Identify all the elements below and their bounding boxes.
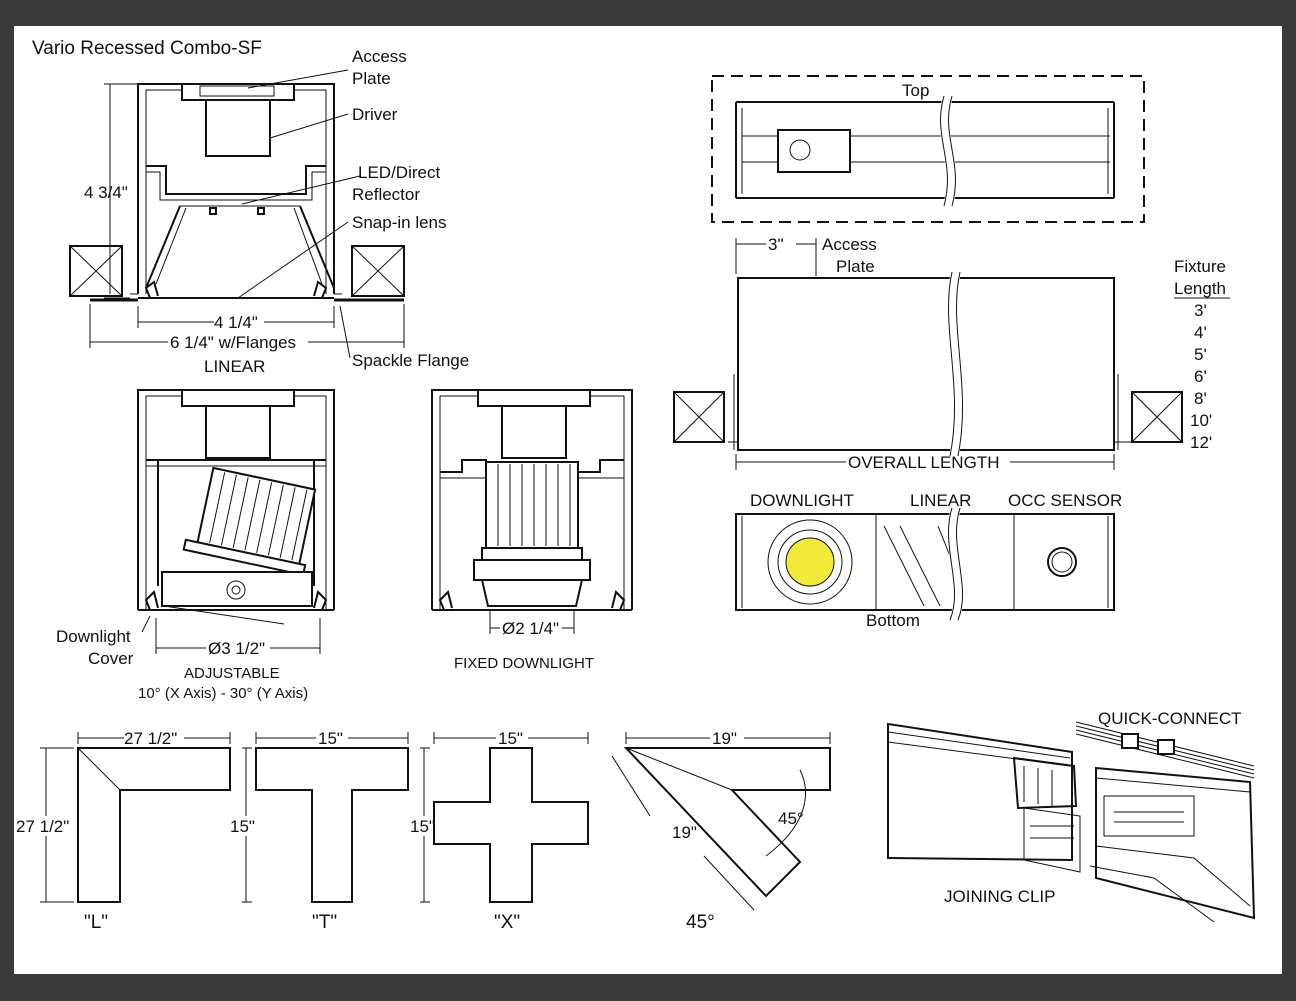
linear-height-dim: 4 3/4" — [84, 183, 128, 202]
callout-driver: Driver — [352, 105, 398, 124]
callout-spackle-flange: Spackle Flange — [352, 351, 469, 370]
quick-connect-label: QUICK-CONNECT — [1098, 709, 1242, 728]
fixed-label: FIXED DOWNLIGHT — [454, 655, 594, 672]
top-view-label: Top — [902, 81, 929, 100]
side-access-2: Plate — [836, 257, 875, 276]
fixture-length-title-1: Fixture — [1174, 257, 1226, 276]
config-x: 15" 15" "X" — [410, 729, 589, 933]
bottom-linear-label: LINEAR — [910, 491, 971, 510]
config-45-label: 45° — [686, 912, 715, 933]
fixture-length-table: Fixture Length 3' 4' 5' 6' 8' 10' 12' — [1174, 257, 1230, 452]
joining-clip-label: JOINING CLIP — [944, 887, 1055, 906]
spec-drawing: Vario Recessed Combo-SF — [16, 38, 1256, 933]
fixture-length-value: 8' — [1194, 389, 1207, 408]
adjustable-dia-dim: Ø3 1/2" — [208, 639, 265, 658]
side-access-1: Access — [822, 235, 877, 254]
fixed-dia-dim: Ø2 1/4" — [502, 619, 559, 638]
fixture-length-value: 4' — [1194, 323, 1207, 342]
drawing-sheet: Vario Recessed Combo-SF — [14, 26, 1282, 974]
adjustable-axis-note: 10° (X Axis) - 30° (Y Axis) — [138, 685, 308, 702]
adjustable-cover-2: Cover — [88, 649, 134, 668]
config-l-height: 27 1/2" — [16, 817, 69, 836]
config-l-label: "L" — [84, 912, 108, 933]
downlight-lens — [785, 537, 835, 587]
config-t: 15" 15" "T" — [230, 729, 409, 933]
config-t-label: "T" — [312, 912, 337, 933]
adjustable-cross-section: Ø3 1/2" Downlight Cover ADJUSTABLE 10° (… — [56, 389, 335, 702]
side-offset-dim: 3" — [768, 235, 784, 254]
side-overall-length: OVERALL LENGTH — [848, 453, 999, 472]
joining-clip-illustration: QUICK-CONNECT JOINING CLIP — [887, 709, 1256, 923]
fixture-length-value: 10' — [1190, 411, 1212, 430]
adjustable-cover-1: Downlight — [56, 627, 131, 646]
config-x-height: 15" — [410, 817, 435, 836]
callout-access-2: Plate — [352, 69, 391, 88]
fixed-cross-section: Ø2 1/4" FIXED DOWNLIGHT — [431, 389, 633, 672]
fixture-length-title-2: Length — [1174, 279, 1226, 298]
config-x-width: 15" — [498, 729, 523, 748]
config-t-width: 15" — [318, 729, 343, 748]
config-45: 19" 19" 45° 45° — [611, 729, 831, 933]
bottom-view: DOWNLIGHT LINEAR OCC SENSOR Bottom — [735, 491, 1122, 630]
config-l: 27 1/2" 27 1/2" "L" — [16, 729, 231, 933]
top-view: Top — [711, 75, 1145, 223]
config-45-width: 19" — [712, 729, 737, 748]
callout-snap-lens: Snap-in lens — [352, 213, 447, 232]
bottom-occ-label: OCC SENSOR — [1008, 491, 1122, 510]
config-45-diag: 19" — [672, 823, 697, 842]
fixture-length-value: 12' — [1190, 433, 1212, 452]
callout-access-1: Access — [352, 47, 407, 66]
drawing-title: Vario Recessed Combo-SF — [32, 38, 262, 59]
callout-led-2: Reflector — [352, 185, 420, 204]
config-45-angle: 45° — [778, 809, 804, 828]
linear-flange-dim: 6 1/4" w/Flanges — [170, 333, 296, 352]
linear-width-dim: 4 1/4" — [214, 313, 258, 332]
adjustable-label: ADJUSTABLE — [184, 665, 280, 682]
linear-label: LINEAR — [204, 357, 265, 376]
fixture-length-value: 5' — [1194, 345, 1207, 364]
bottom-view-label: Bottom — [866, 611, 920, 630]
bottom-downlight-label: DOWNLIGHT — [750, 491, 854, 510]
fixture-length-value: 6' — [1194, 367, 1207, 386]
config-t-height: 15" — [230, 817, 255, 836]
linear-cross-section: 4 3/4" 4 1/4" 6 1/4" w/Flanges LINEAR Ac… — [69, 47, 469, 376]
config-x-label: "X" — [494, 912, 520, 933]
config-l-width: 27 1/2" — [124, 729, 177, 748]
fixture-length-value: 3' — [1194, 301, 1207, 320]
callout-led-1: LED/Direct — [358, 163, 440, 182]
side-view: 3" Access Plate OVERALL LENGTH — [673, 235, 1183, 472]
